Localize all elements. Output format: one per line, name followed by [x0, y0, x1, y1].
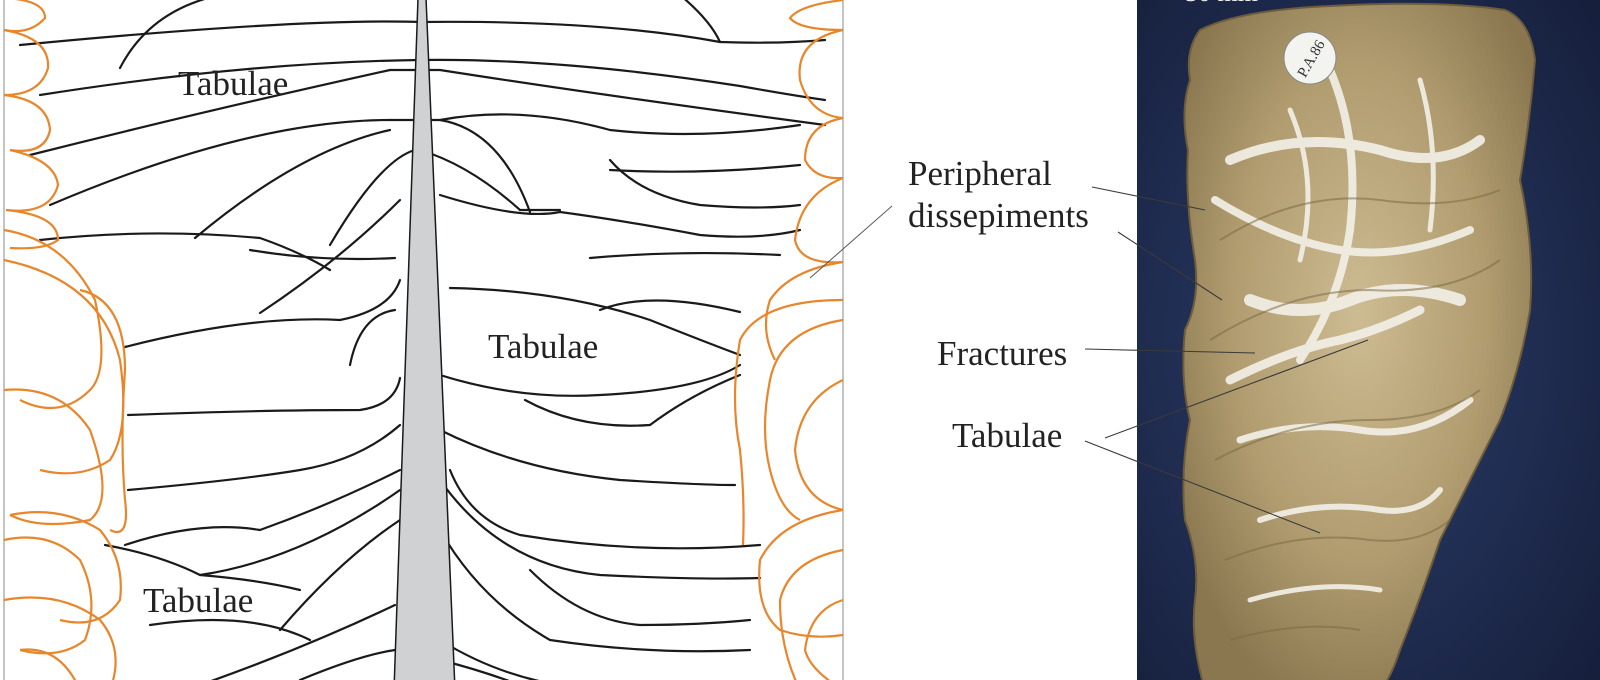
specimen-tag-disk	[1283, 31, 1337, 85]
label-tabulae-top: Tabulae	[178, 64, 288, 103]
specimen-photo: P.A.86	[1084, 0, 1600, 680]
photo-leader-lines	[1084, 186, 1369, 534]
leader-line-drawing	[809, 205, 893, 279]
right-dissepiments	[733, 0, 844, 680]
annotation-peripheral-line2: dissepiments	[908, 196, 1089, 235]
label-tabulae-bottom: Tabulae	[143, 581, 253, 620]
tabulae-lines	[18, 0, 827, 680]
annotation-tabulae: Tabulae	[952, 416, 1063, 455]
annotation-fractures: Fractures	[937, 334, 1068, 373]
axial-structure	[393, 0, 456, 680]
rock-specimen	[1182, 2, 1537, 680]
left-dissepiments	[3, 0, 128, 680]
annotation-peripheral-line1: Peripheral	[908, 154, 1052, 193]
photo-scale-text: 50 mm	[1185, 0, 1258, 8]
drawing-panel: Tabulae Tabulae Tabulae	[3, 0, 844, 680]
label-tabulae-middle: Tabulae	[488, 327, 598, 366]
growth-bands	[1209, 189, 1501, 641]
calcite-veins	[1211, 66, 1485, 603]
